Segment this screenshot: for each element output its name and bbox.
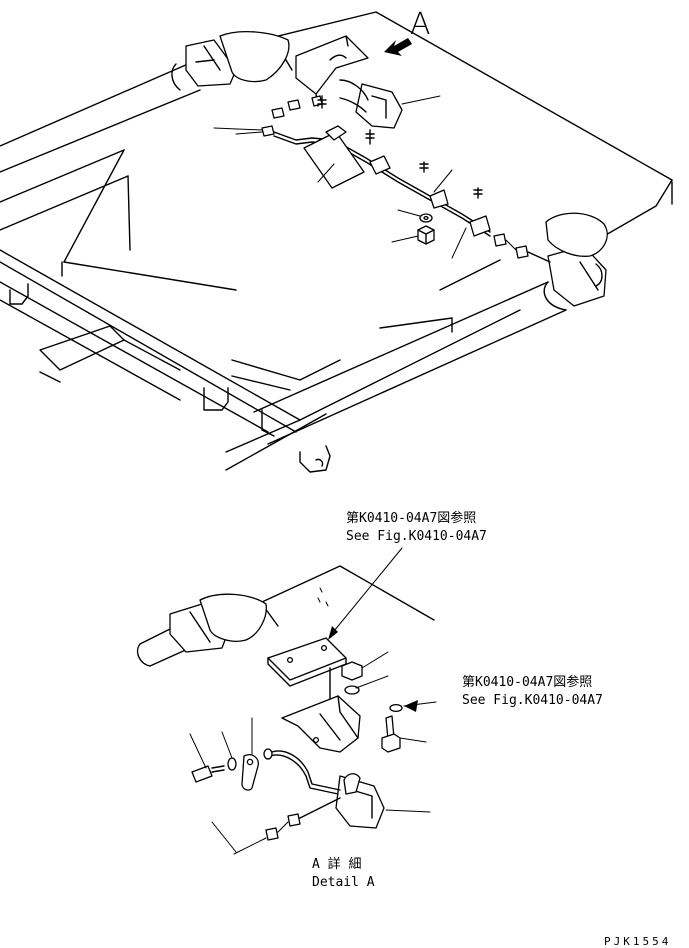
detail-wire: [211, 748, 341, 855]
detail-caption-en: Detail A: [312, 875, 375, 890]
wiring-harness: [235, 125, 551, 263]
main-assembly-view: [0, 11, 673, 473]
reference-note-right-en: See Fig.K0410-04A7: [462, 693, 603, 708]
left-bar-mount: [185, 31, 290, 87]
nut-and-washer: [329, 661, 363, 701]
drawing-code: PJK1554: [604, 935, 672, 948]
detail-leader-lines: [189, 547, 437, 813]
reference-note-top-en: See Fig.K0410-04A7: [346, 529, 487, 544]
main-leader-lines: [213, 95, 467, 259]
detail-caption-jp: A 詳 細: [312, 857, 362, 872]
detail-a-view: [136, 547, 437, 855]
cab-roof-panel: [245, 11, 673, 237]
detail-lamp-bracket: [281, 695, 361, 753]
reference-arrows: [328, 626, 418, 712]
harness-clip-hardware: [191, 754, 259, 791]
view-marker-label: A: [410, 7, 431, 42]
reference-note-top-jp: 第K0410-04A7図参照: [346, 511, 477, 526]
right-roll-bar: [253, 281, 567, 473]
view-arrow: [384, 38, 412, 56]
frame-members: [0, 149, 521, 471]
detail-bar-mount: [169, 593, 267, 653]
left-roll-bar: [0, 63, 201, 173]
detail-work-lamp: [335, 773, 385, 829]
mounting-plate: [267, 637, 347, 687]
work-lamp: [339, 79, 403, 129]
right-bar-mount: [545, 212, 608, 307]
lamp-bracket: [295, 35, 369, 107]
lamp-bolt: [381, 703, 403, 753]
reference-note-right-jp: 第K0410-04A7図参照: [462, 675, 593, 690]
connectors-and-bolts: [271, 95, 483, 245]
